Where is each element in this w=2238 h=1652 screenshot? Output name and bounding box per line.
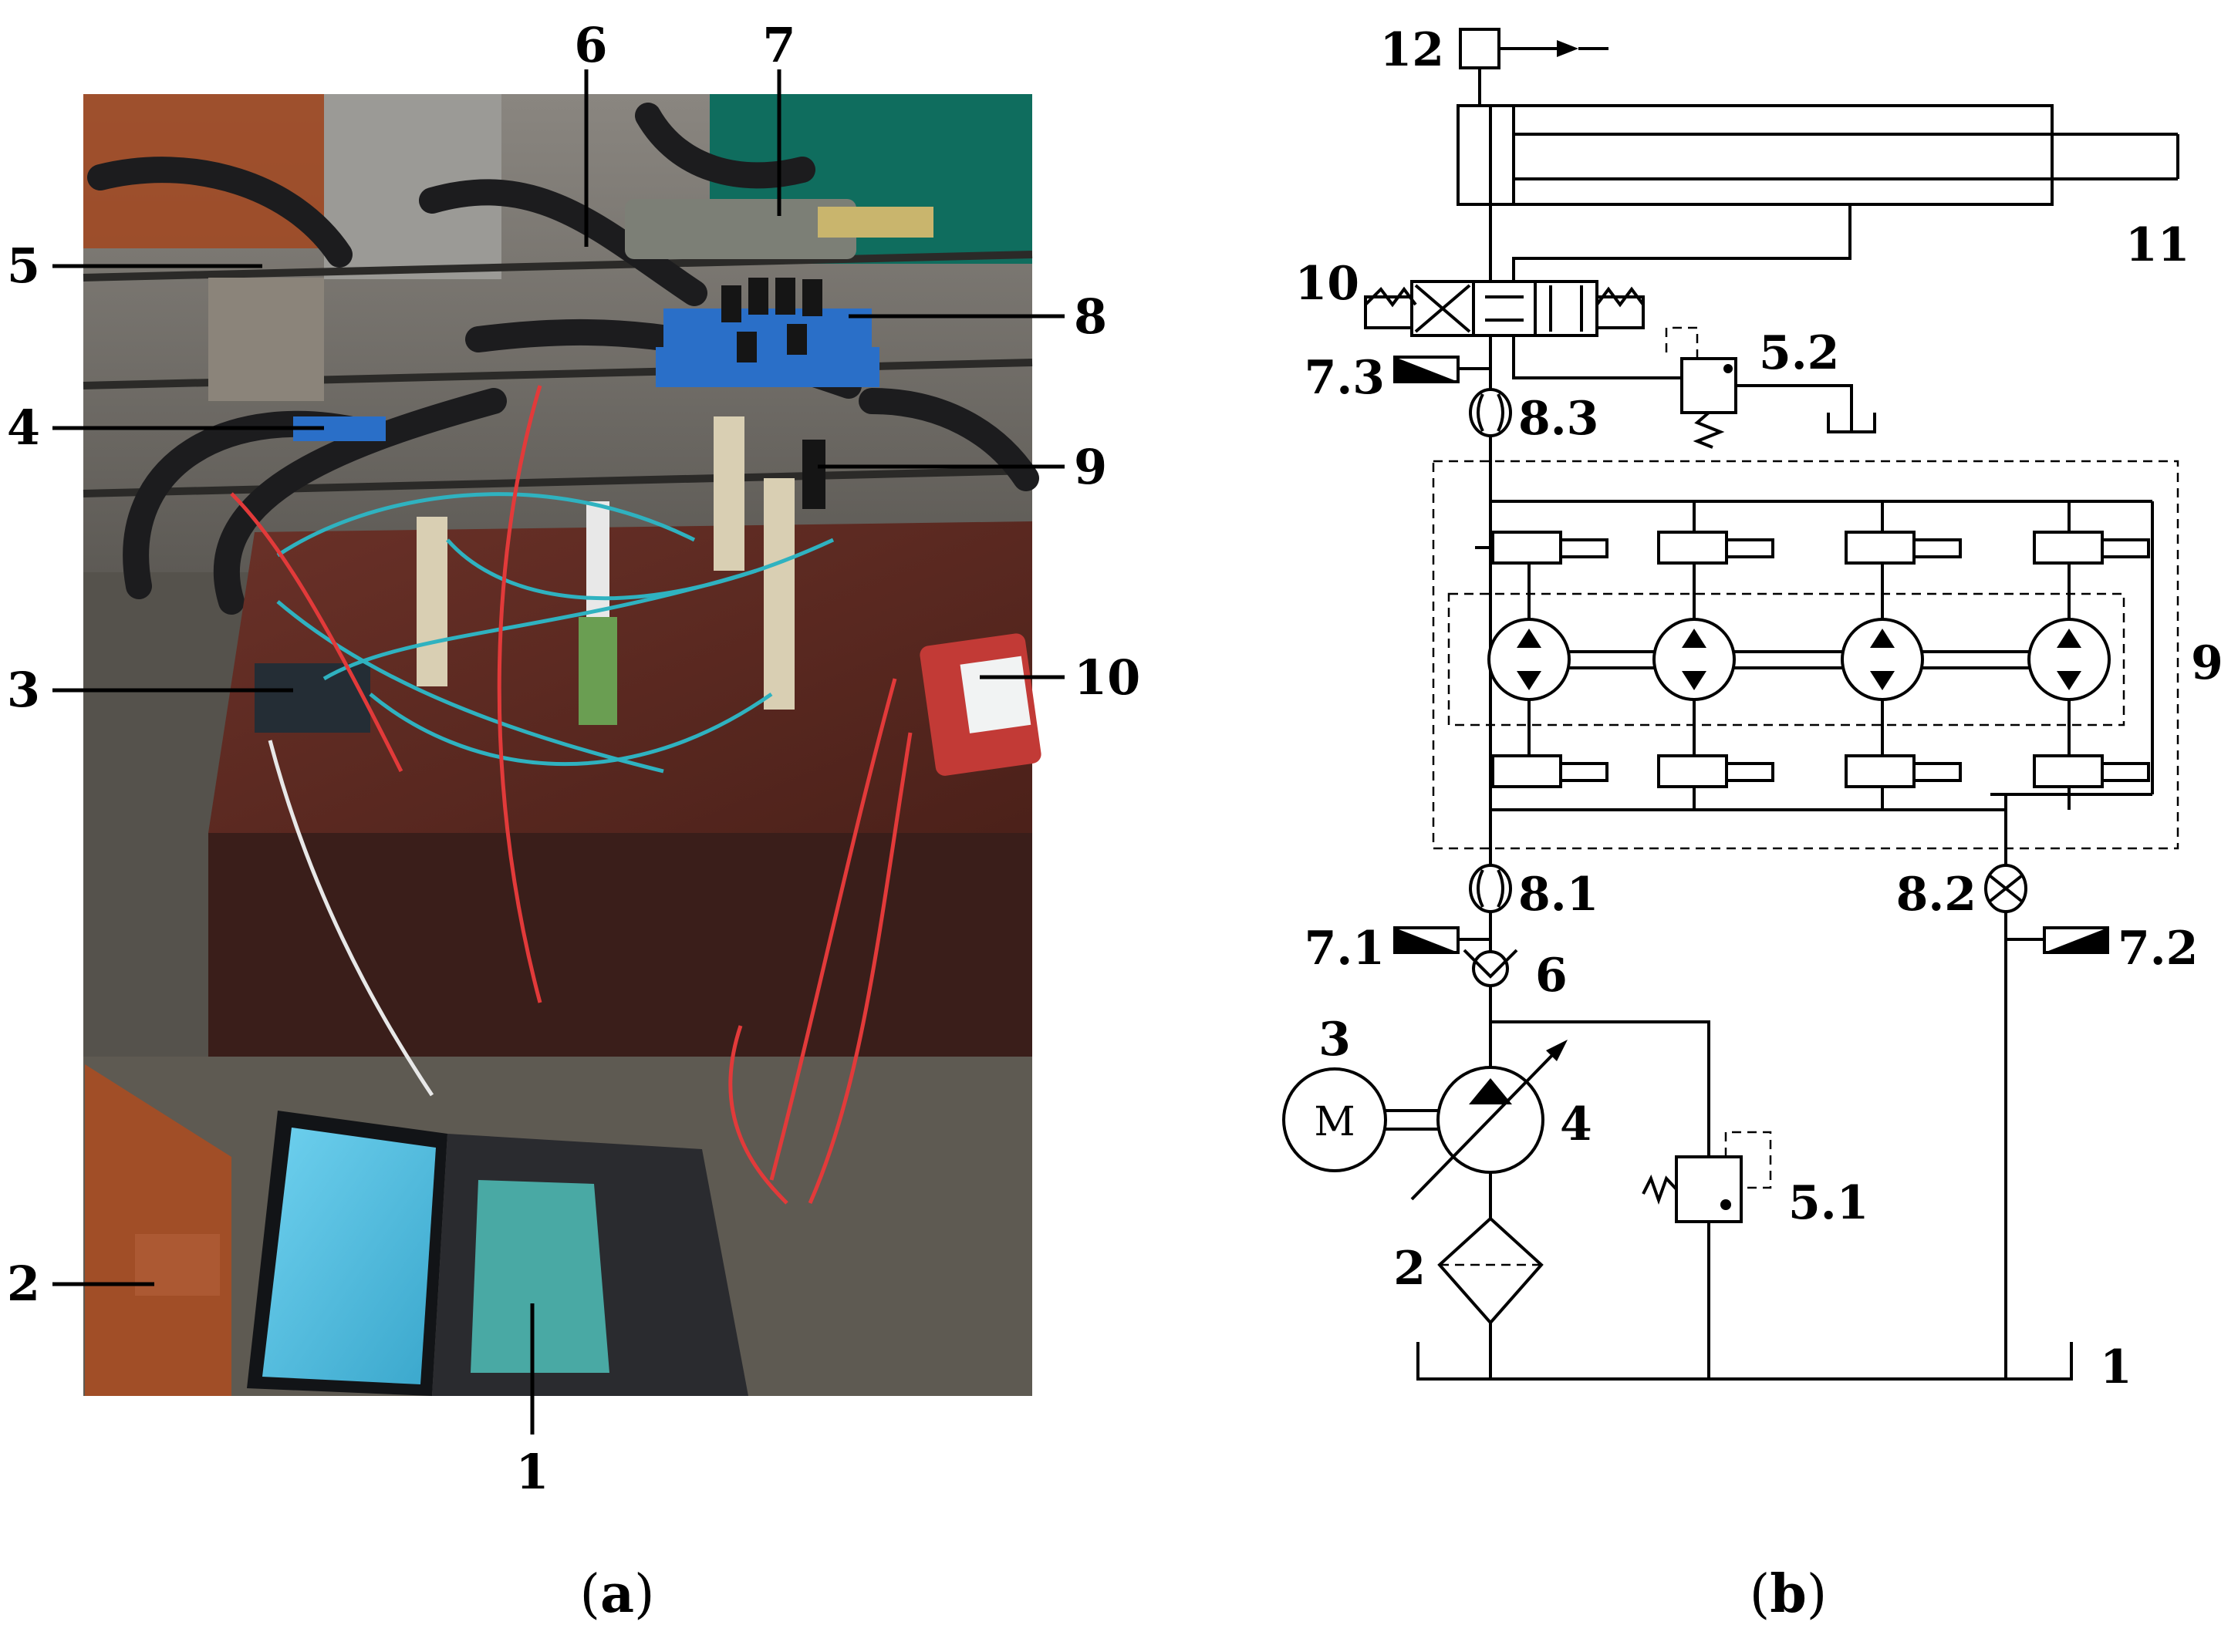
flowmeter-8-3-orifice bbox=[1477, 393, 1504, 432]
label-filter: 2 bbox=[1393, 1242, 1426, 1296]
photo-label-valve-block: 8 bbox=[1074, 288, 1107, 345]
label-displacement-sensor: 12 bbox=[1380, 23, 1445, 77]
photo-label-cylinder: 7 bbox=[762, 17, 795, 73]
flowmeter-8-1-orifice bbox=[1477, 869, 1504, 908]
sensor-7-3-fill bbox=[1395, 357, 1458, 382]
caption-b: (b) bbox=[1750, 1563, 1828, 1625]
terminal-rail-1 bbox=[417, 517, 447, 686]
pressure-sensor-black bbox=[802, 440, 825, 509]
relief-valve-5-1-spring bbox=[1642, 1174, 1678, 1205]
pump-module-1 bbox=[1475, 531, 1608, 788]
photo-panel bbox=[83, 94, 1041, 1396]
drain-tank-symbol bbox=[1827, 413, 1876, 433]
pump-module-2 bbox=[1652, 501, 1774, 810]
photo-label-manifold: 4 bbox=[7, 400, 40, 456]
check-valve-seat bbox=[1463, 949, 1518, 979]
photo-label-pressure-sensor: 9 bbox=[1074, 439, 1107, 495]
photo-labels: 1 2 3 4 5 6 7 8 9 10 bbox=[7, 17, 1140, 1500]
label-cylinder: 11 bbox=[2125, 218, 2190, 272]
valve-block-lower bbox=[656, 347, 879, 387]
label-relief-5-2: 5.2 bbox=[1759, 326, 1839, 380]
photo-leader-lines bbox=[52, 69, 1065, 1435]
signal-wires bbox=[230, 385, 913, 1205]
label-flowmeter-8-1: 8.1 bbox=[1518, 868, 1598, 922]
pressure-controller bbox=[920, 633, 1041, 776]
terminal-rail-3 bbox=[764, 478, 795, 710]
displacement-sensor bbox=[1459, 28, 1500, 69]
wooden-chair bbox=[85, 1064, 231, 1396]
table-cabinet bbox=[208, 833, 1032, 1057]
label-sensor-7-1: 7.1 bbox=[1305, 922, 1385, 976]
relief-valve-5-2-pilot bbox=[1665, 326, 1699, 359]
label-directional-valve: 10 bbox=[1295, 257, 1360, 311]
flowmeter-8-3 bbox=[1469, 388, 1512, 437]
pump-direction-triangle bbox=[1469, 1078, 1512, 1104]
terminal-rail-2 bbox=[714, 416, 744, 571]
photo-label-power-supply: 2 bbox=[7, 1256, 40, 1312]
flowmeter-8-2-cross bbox=[1989, 875, 2023, 902]
pump-arrow-head bbox=[1546, 1040, 1568, 1061]
relief-valve-5-2-port bbox=[1723, 364, 1733, 373]
photo-label-controller: 10 bbox=[1074, 649, 1140, 706]
cylinder-rod bbox=[818, 207, 933, 238]
sensor-7-1-fill bbox=[1395, 928, 1458, 952]
label-pump: 4 bbox=[1560, 1097, 1592, 1151]
digital-pump-group-box bbox=[1432, 460, 2179, 850]
pump-module-3 bbox=[1841, 501, 1962, 810]
caption-a: (a) bbox=[579, 1563, 654, 1625]
pump-module-4 bbox=[2027, 501, 2150, 810]
motor-symbol bbox=[1282, 1067, 1387, 1172]
laptop-keyboard bbox=[471, 1180, 609, 1373]
label-sensor-7-2: 7.2 bbox=[2118, 922, 2198, 976]
label-relief-5-1: 5.1 bbox=[1788, 1176, 1868, 1230]
relief-5-2-line bbox=[1512, 335, 1682, 379]
label-check-valve: 6 bbox=[1535, 949, 1568, 1003]
digital-pump-inner-box bbox=[1447, 592, 2125, 727]
relief-valve-5-1-port bbox=[1720, 1199, 1731, 1210]
relief-valve-5-1 bbox=[1675, 1155, 1743, 1223]
flowmeter-8-1 bbox=[1469, 864, 1512, 913]
cylinder-rod-line bbox=[1512, 204, 1851, 282]
relief-valve-5-2-spring bbox=[1693, 411, 1725, 449]
relief-5-2-drain bbox=[1736, 384, 1853, 432]
label-sensor-7-3: 7.3 bbox=[1305, 351, 1385, 405]
relief-valve-5-1-pilot bbox=[1724, 1131, 1772, 1189]
pump-variable-arrow bbox=[1410, 1047, 1560, 1201]
photo-label-pump-unit: 5 bbox=[7, 238, 40, 294]
check-valve-ball bbox=[1472, 950, 1509, 987]
filter-symbol bbox=[1437, 1216, 1544, 1326]
label-tank: 1 bbox=[2100, 1340, 2132, 1394]
pump-shaft bbox=[1569, 650, 2029, 669]
motor-letter: M bbox=[1314, 1099, 1355, 1145]
photo-label-laptop: 1 bbox=[515, 1444, 549, 1500]
label-motor: 3 bbox=[1318, 1013, 1351, 1067]
hydraulic-cylinder bbox=[625, 199, 856, 259]
hydraulic-cylinder-symbol bbox=[1457, 104, 2179, 206]
photo-label-sensor: 6 bbox=[574, 17, 607, 73]
hydraulic-schematic: M bbox=[1282, 28, 2179, 1381]
sensor-7-2-fill bbox=[2044, 928, 2108, 952]
wooden-table-top bbox=[208, 521, 1032, 864]
label-flowmeter-8-3: 8.3 bbox=[1518, 392, 1598, 446]
schematic-labels: 1 2 3 4 5.1 5.2 6 7.1 7.2 7.3 8.1 8.2 8.… bbox=[1295, 23, 2223, 1394]
tank-symbol bbox=[1416, 1342, 2073, 1381]
pump-unit bbox=[208, 278, 324, 401]
valve-block-upper bbox=[663, 308, 872, 352]
terminal-block-green bbox=[579, 617, 617, 725]
label-digital-pump-group: 9 bbox=[2191, 636, 2223, 690]
relief-branch-line bbox=[1490, 1020, 1710, 1157]
laptop-screen bbox=[262, 1128, 436, 1384]
photo-label-daq: 3 bbox=[7, 662, 40, 718]
displacement-signal-arrow bbox=[1557, 40, 1578, 57]
directional-valve bbox=[1364, 280, 1645, 337]
solenoid-coils bbox=[721, 278, 822, 362]
label-flowmeter-8-2: 8.2 bbox=[1896, 868, 1976, 922]
